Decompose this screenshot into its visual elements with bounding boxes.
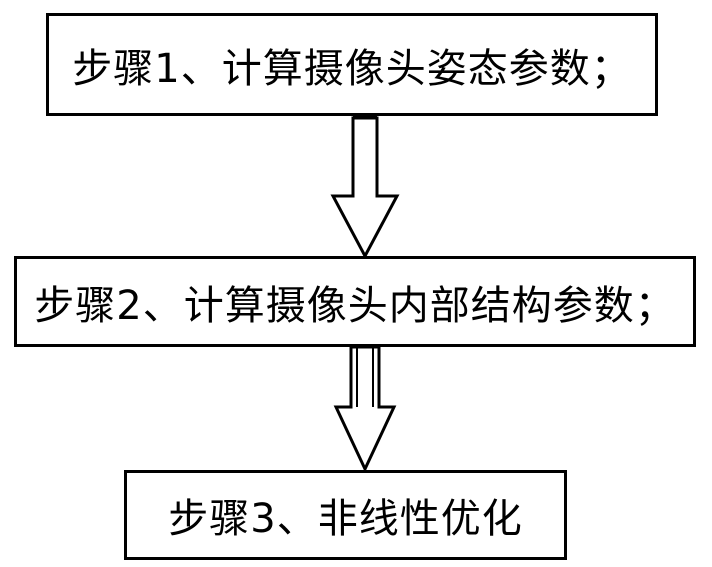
- down-arrow-2: [333, 345, 397, 473]
- step-1-label: 步骤1、计算摄像头姿态参数；: [72, 45, 632, 92]
- step-1-box: 步骤1、计算摄像头姿态参数；: [46, 13, 658, 116]
- step-2-label: 步骤2、计算摄像头内部结构参数；: [34, 282, 676, 329]
- step-2-box: 步骤2、计算摄像头内部结构参数；: [14, 256, 696, 347]
- arrow-2-outer: [333, 345, 397, 473]
- down-arrow-1: [330, 114, 400, 260]
- step-3-box: 步骤3、非线性优化: [124, 470, 567, 560]
- step-3-label: 步骤3、非线性优化: [168, 496, 523, 542]
- arrow-1-body: [330, 116, 400, 260]
